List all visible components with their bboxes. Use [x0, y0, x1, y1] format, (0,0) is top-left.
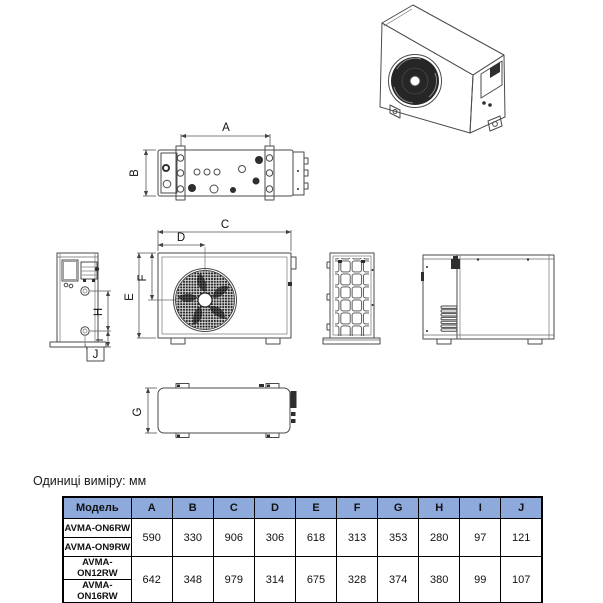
value-cell: 618: [294, 518, 338, 557]
bottom-view: G: [132, 383, 297, 438]
value-cell: 590: [130, 518, 173, 557]
value-cell: 280: [418, 518, 461, 557]
value-cell: 348: [171, 556, 214, 603]
col-header-c: C: [212, 496, 255, 519]
model-cell: AVMA-ON12RW: [62, 556, 132, 580]
col-header-j: J: [500, 496, 543, 519]
dim-label-a: A: [222, 122, 230, 134]
technical-drawings: A B C D E: [49, 4, 555, 438]
header-row: Модель A B C D E F G H I J: [62, 496, 543, 519]
value-cell: 979: [212, 556, 255, 603]
value-cell: 107: [500, 556, 543, 603]
value-cell: 328: [336, 556, 379, 603]
dim-label-d: D: [177, 232, 185, 244]
col-header-h: H: [418, 496, 461, 519]
model-cell: AVMA-ON9RW: [62, 537, 132, 557]
value-cell: 642: [130, 556, 173, 603]
table-row: AVMA-ON12RW 642 348 979 314 675 328 374 …: [62, 556, 543, 603]
dimensions-table-wrap: Модель A B C D E F G H I J AVMA-ON6RW 59…: [62, 496, 543, 603]
model-cell: AVMA-ON16RW: [62, 579, 132, 603]
units-label: Одиниці виміру: мм: [33, 474, 147, 488]
col-header-e: E: [294, 496, 338, 519]
table-row: AVMA-ON6RW 590 330 906 306 618 313 353 2…: [62, 518, 543, 557]
front-view: C D E F: [124, 219, 297, 345]
grille-side-view: [322, 252, 381, 345]
value-cell: 906: [212, 518, 255, 557]
dim-label-i: I: [95, 339, 106, 342]
dim-label-e: E: [124, 293, 136, 301]
dim-label-b: B: [129, 169, 141, 177]
value-cell: 374: [377, 556, 420, 603]
col-header-g: G: [377, 496, 420, 519]
dim-label-h: H: [93, 308, 105, 316]
dim-label-f: F: [137, 274, 149, 281]
fan-3d-icon: [388, 54, 442, 108]
col-header-i: I: [459, 496, 502, 519]
col-header-b: B: [171, 496, 214, 519]
value-cell: 314: [253, 556, 296, 603]
value-cell: 99: [459, 556, 502, 603]
fan-front-icon: [173, 268, 237, 332]
col-header-d: D: [253, 496, 296, 519]
isometric-view: [379, 4, 506, 134]
model-cell: AVMA-ON6RW: [62, 518, 132, 538]
dim-label-c: C: [221, 219, 229, 231]
dim-label-g: G: [132, 407, 144, 416]
value-cell: 313: [336, 518, 379, 557]
col-header-a: A: [130, 496, 173, 519]
value-cell: 121: [500, 518, 543, 557]
value-cell: 380: [418, 556, 461, 603]
col-header-f: F: [336, 496, 379, 519]
value-cell: 675: [294, 556, 338, 603]
back-view: [421, 254, 555, 345]
value-cell: 330: [171, 518, 214, 557]
dimensions-table: Модель A B C D E F G H I J AVMA-ON6RW 59…: [62, 496, 543, 603]
top-view: A B: [129, 122, 309, 201]
dim-label-j: J: [93, 349, 99, 361]
left-side-view: H I J: [49, 252, 111, 362]
value-cell: 97: [459, 518, 502, 557]
col-header-model: Модель: [62, 496, 132, 519]
table-row: AVMA-ON16RW: [62, 579, 542, 603]
value-cell: 306: [253, 518, 296, 557]
table-row: AVMA-ON9RW: [62, 537, 542, 557]
value-cell: 353: [377, 518, 420, 557]
